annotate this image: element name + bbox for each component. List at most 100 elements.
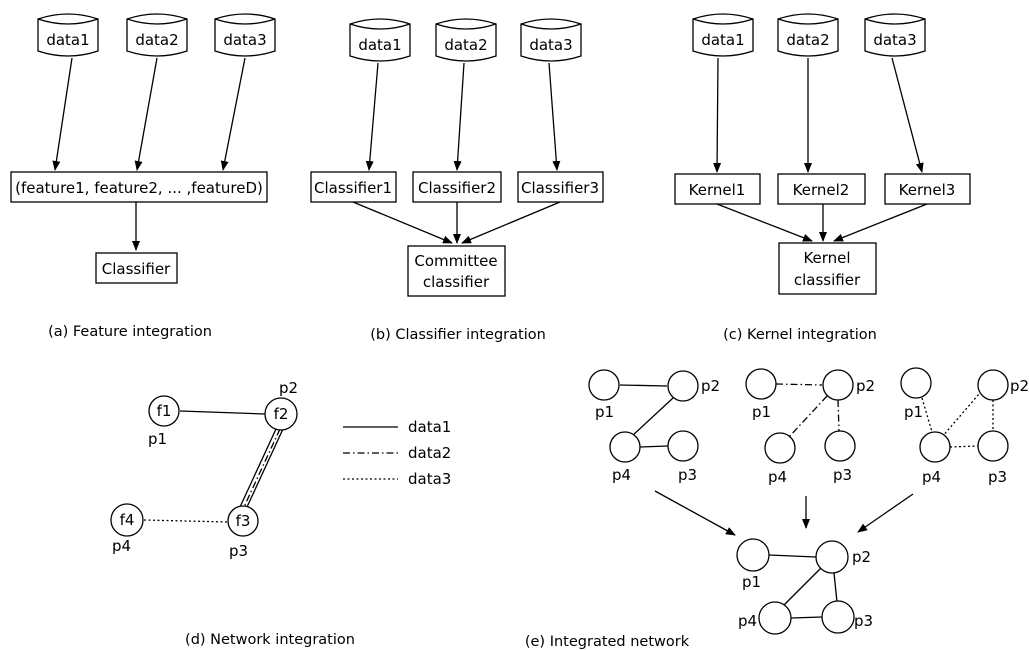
node-p1 [588,369,620,401]
protein-label: p2 [279,379,298,397]
node-f4 [110,503,144,537]
edge [775,383,823,386]
edge [639,445,669,448]
protein-label: p1 [752,403,771,421]
kernel2-label: Kernel2 [793,181,850,199]
arrow [716,203,813,242]
protein-label: p1 [742,573,761,591]
edge-data1 [239,428,277,508]
protein-label: p3 [678,466,697,484]
arrow [713,57,722,173]
caption-e: (e) Integrated network [525,634,690,650]
integrated-network: p1 p2 p3 p4 [736,538,873,635]
classifier2-label: Classifier2 [418,179,496,197]
classifier1-label: Classifier1 [314,179,392,197]
legend-label: data1 [408,418,451,436]
caption-c: (c) Kernel integration [723,327,877,343]
protein-label: p3 [854,612,873,630]
edge [949,445,979,448]
protein-label: p2 [856,377,875,395]
caption-b: (b) Classifier integration [370,327,546,343]
protein-label: p4 [112,537,131,555]
legend: data1 data2 data3 [343,418,451,488]
node-p2 [667,370,699,402]
edge [788,395,828,438]
node-p3 [977,430,1009,462]
edge [631,397,674,437]
db-label: data3 [223,31,266,49]
node-p4 [758,601,792,635]
edge [619,384,668,387]
protein-label: p1 [904,403,923,421]
panel-c-kernel-integration: data1 data2 data3 Kernel1 Kernel2 Kernel… [674,13,971,343]
db-label: data3 [529,36,572,54]
edge [781,567,822,608]
feature-vector-box [10,171,268,203]
arrow [134,57,158,171]
db-label: data1 [358,36,401,54]
kernel1-box [674,173,761,205]
kernel3-label: Kernel3 [899,181,956,199]
edge [790,616,823,619]
kernel3-box [884,173,971,205]
node-p3 [824,430,856,462]
edge-data1 [179,410,266,415]
node-p3 [667,430,699,462]
arrow [453,62,465,171]
arrow [52,57,73,171]
edge [837,399,840,432]
classifier3-label: Classifier3 [521,179,599,197]
arrow [220,57,246,171]
edge [833,572,838,603]
protein-label: p3 [988,468,1007,486]
arrow [461,201,561,244]
legend-label: data2 [408,444,451,462]
kernel1-label: Kernel1 [689,181,746,199]
edge-data3 [143,519,229,523]
edge [768,554,817,558]
panel-e-integrated-network: p1 p2 p3 p4 p1 p2 p3 p4 [525,367,1029,650]
protein-label: p4 [612,466,631,484]
node-label: f1 [157,402,172,420]
panel-d-network-integration: f1 f2 f3 f4 p1 p2 p3 p4 data1 data2 data… [110,379,451,648]
node-p1 [900,367,932,399]
node-label: f2 [274,405,289,423]
arrow [365,62,379,171]
db-label: data2 [786,31,829,49]
committee-classifier-box [407,245,506,297]
classifier-box [95,252,178,284]
kernel-classifier-box [778,242,877,295]
committee-label-line2: classifier [423,273,490,291]
feature-vector-label: (feature1, feature2, ... ,featureD) [15,179,263,197]
legend-label: data3 [408,470,451,488]
db-label: data3 [873,31,916,49]
arrow [548,62,561,171]
protein-label: p4 [738,612,757,630]
arrow [352,201,453,244]
db-label: data2 [444,36,487,54]
db-label: data1 [46,31,89,49]
edge-data1 [246,428,284,508]
protein-label: p2 [701,377,720,395]
arrow [654,490,736,536]
classifier3-box [517,171,604,203]
arrow [857,493,914,533]
node-p1 [745,368,777,400]
classifier-label: Classifier [102,260,171,278]
protein-label: p3 [833,466,852,484]
node-f1 [148,395,180,427]
arrow [891,57,924,173]
node-p4 [609,431,641,463]
subnetwork-data2: p1 p2 p3 p4 [745,368,875,486]
protein-label: p3 [229,542,248,560]
protein-label: p2 [852,548,871,566]
db-label: data2 [135,31,178,49]
node-p3 [821,600,855,634]
node-p1 [736,538,770,572]
kernel-classifier-line1: Kernel [803,249,850,267]
caption-d: (d) Network integration [185,632,355,648]
subnetwork-data1: p1 p2 p3 p4 [588,369,720,484]
node-f3 [227,505,259,537]
node-p2 [822,369,854,401]
